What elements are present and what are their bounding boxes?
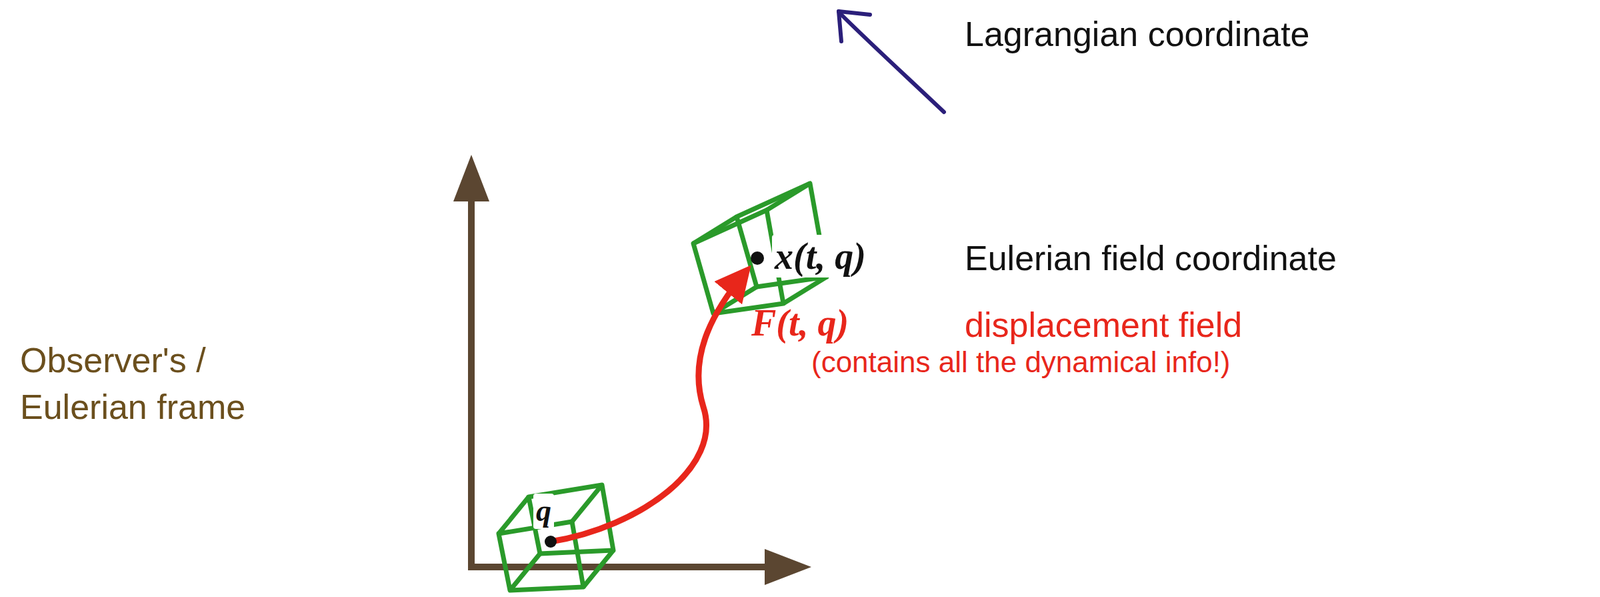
eulerian-point <box>750 251 764 265</box>
pointer-arrow <box>838 11 944 112</box>
displacement-curve <box>550 272 746 542</box>
math-symbol: x(t, q) <box>772 234 869 278</box>
math-symbol: q <box>533 493 554 529</box>
frame-label: Observer's / Eulerian frame <box>20 336 287 430</box>
lagrangian-point <box>544 535 557 548</box>
note: (contains all the dynamical info!) <box>811 345 1231 380</box>
initial-cube <box>498 484 614 590</box>
field-label: Eulerian field coordinate <box>964 238 1337 279</box>
axes <box>453 154 812 585</box>
math-symbol: F(t, q) <box>751 301 849 344</box>
field-label: displacement field <box>964 305 1242 346</box>
pointer-label: Lagrangian coordinate <box>964 14 1310 55</box>
